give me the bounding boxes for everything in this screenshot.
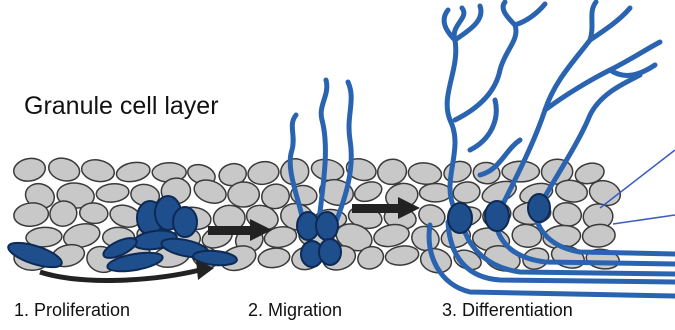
step-proliferation-label: 1. Proliferation <box>14 300 130 321</box>
granule-cell <box>352 178 384 204</box>
granule-cell <box>257 246 291 269</box>
granule-cell <box>551 201 583 229</box>
granule-cell <box>13 201 50 227</box>
granule-cell <box>228 182 260 208</box>
layer-title: Granule cell layer <box>24 92 219 121</box>
granule-cell <box>12 156 47 184</box>
granule-cell <box>582 223 616 248</box>
granule-cell <box>95 182 129 203</box>
granule-cell <box>419 183 451 202</box>
granule-cell <box>80 157 117 184</box>
step-migration-label: 2. Migration <box>248 300 342 321</box>
granule-cell <box>441 158 473 185</box>
step-differentiation-label: 3. Differentiation <box>442 300 573 321</box>
granule-cell <box>246 160 280 187</box>
granule-cell <box>79 202 109 224</box>
granule-cell <box>384 244 420 267</box>
granule-cell <box>376 157 409 187</box>
granule-cell <box>115 160 152 185</box>
granule-cell <box>407 161 442 186</box>
migrating-cell-processes <box>290 80 351 232</box>
granule-cell <box>452 180 481 204</box>
granule-cell <box>46 155 82 184</box>
